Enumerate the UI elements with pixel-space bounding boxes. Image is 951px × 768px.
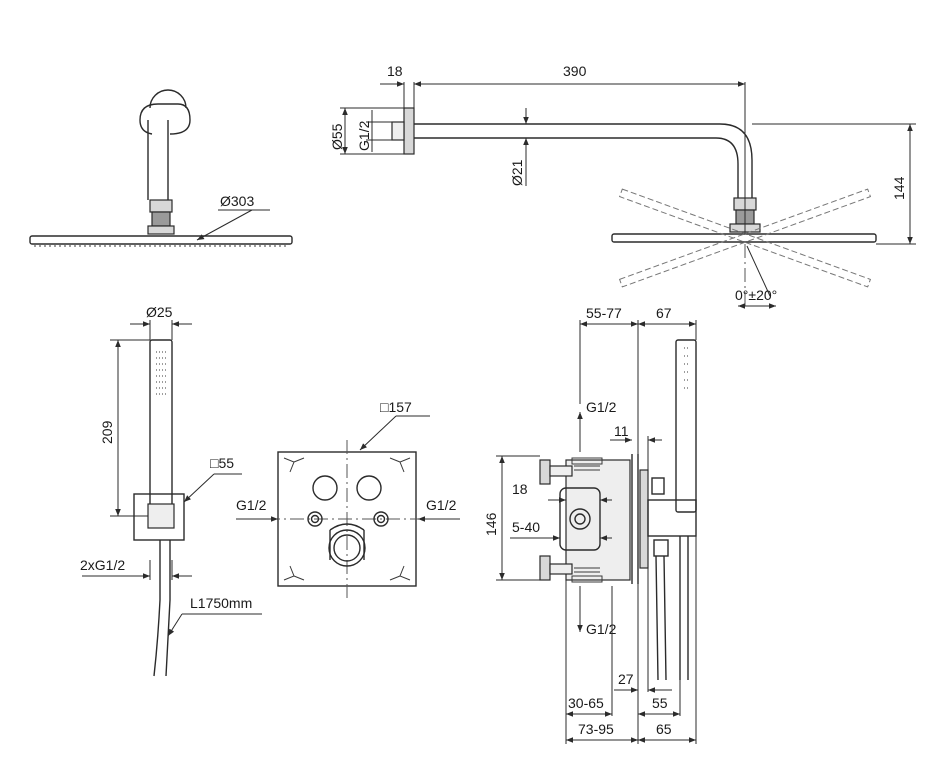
- tilt-angle-label: 0°±20°: [735, 287, 777, 303]
- hose-length-label: L1750mm: [190, 595, 252, 611]
- depth-range-label: 55-77: [586, 305, 622, 321]
- head-diameter-label: Ø303: [220, 193, 254, 209]
- arm-offset-label: 18: [387, 63, 403, 79]
- inlet-right-label: G1/2: [426, 497, 457, 513]
- dim-30-65-label: 30-65: [568, 695, 604, 711]
- dim-18-label: 18: [512, 481, 528, 497]
- dim-146-label: 146: [483, 512, 499, 536]
- hand-diameter-label: Ø25: [146, 304, 173, 320]
- dim-27-label: 27: [618, 671, 634, 687]
- control-plate-view: G1/2 G1/2 □157: [236, 399, 460, 600]
- inlet-left-label: G1/2: [236, 497, 267, 513]
- arm-length-label: 390: [563, 63, 587, 79]
- plate-size-label: □157: [380, 399, 412, 415]
- dim-55-label: 55: [652, 695, 668, 711]
- holder-size-label: □55: [210, 455, 234, 471]
- dim-65-label: 65: [656, 721, 672, 737]
- arm-height-label: 144: [891, 176, 907, 200]
- hand-length-label: 209: [99, 420, 115, 444]
- hose-connection-label: 2xG1/2: [80, 557, 125, 573]
- shower-arm-side-view: 0°±20° 18 390 Ø55 G1/2 Ø21 144: [329, 63, 916, 310]
- outlet-bottom-label: G1/2: [586, 621, 617, 637]
- outlet-top-label: G1/2: [586, 399, 617, 415]
- shower-head-front-view: Ø303: [29, 89, 293, 247]
- flange-diameter-label: Ø55: [329, 123, 345, 150]
- concealed-body-section: G1/2 G1/2 55-77 67 11 18 146 5-40: [483, 305, 697, 744]
- dim-5-40-label: 5-40: [512, 519, 540, 535]
- arm-diameter-label: Ø21: [509, 159, 525, 186]
- dim-73-95-label: 73-95: [578, 721, 614, 737]
- flange-thread-label: G1/2: [356, 120, 372, 151]
- dim-11-label: 11: [614, 423, 629, 439]
- depth-67-label: 67: [656, 305, 672, 321]
- hand-shower-view: Ø25 209 □55 2xG1/2 L1750mm: [80, 304, 262, 677]
